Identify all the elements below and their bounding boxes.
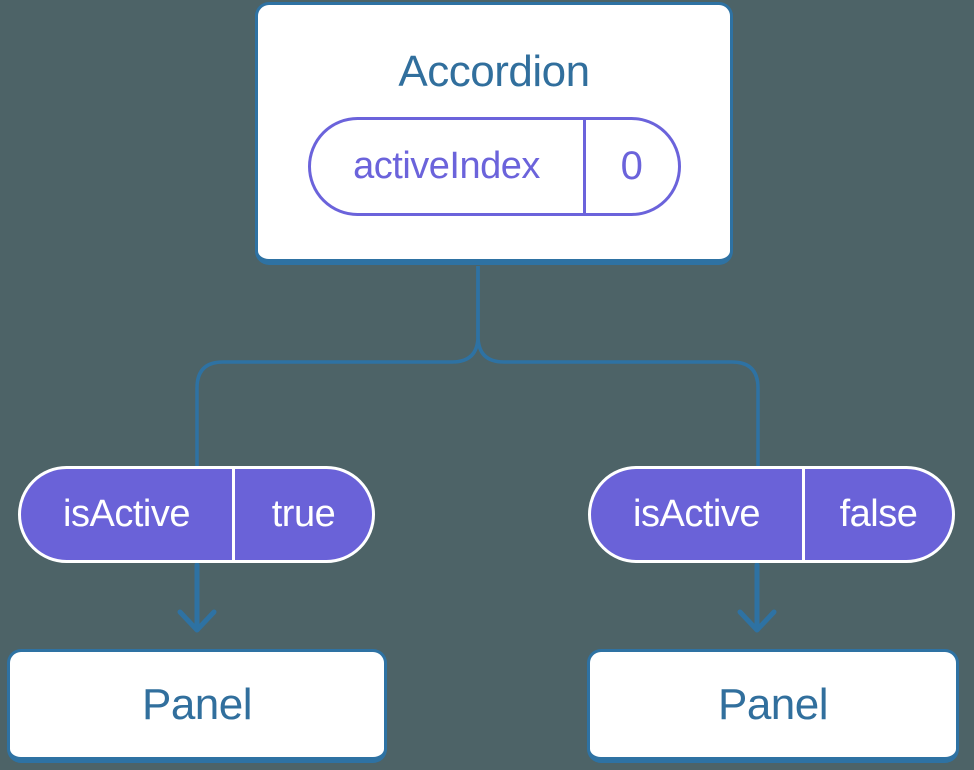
prop-pill-isactive-true: isActive true	[18, 466, 375, 563]
prop-pill-isactive-false: isActive false	[588, 466, 955, 563]
panel-node-title: Panel	[717, 679, 829, 729]
tree-connector-right	[476, 266, 760, 466]
arrow-down-right-icon	[737, 562, 777, 633]
state-pill-divider	[582, 120, 586, 213]
state-pill-activeindex: activeIndex 0	[307, 117, 681, 216]
panel-node-right: Panel	[587, 649, 959, 763]
prop-pill-divider	[232, 469, 235, 560]
prop-pill-divider	[802, 469, 805, 560]
state-pill-name: activeIndex	[353, 145, 540, 187]
panel-node-left: Panel	[7, 649, 387, 763]
tree-connector-left	[195, 266, 480, 466]
accordion-node-title: Accordion	[398, 47, 590, 96]
prop-pill-name: isActive	[633, 493, 760, 535]
state-pill-value: 0	[620, 144, 643, 188]
prop-pill-name: isActive	[63, 493, 190, 535]
panel-node-title: Panel	[141, 679, 253, 729]
prop-pill-value: false	[839, 493, 918, 535]
arrow-down-left-icon	[177, 562, 217, 633]
accordion-node: Accordion activeIndex 0	[255, 2, 733, 265]
prop-pill-value: true	[271, 493, 336, 535]
